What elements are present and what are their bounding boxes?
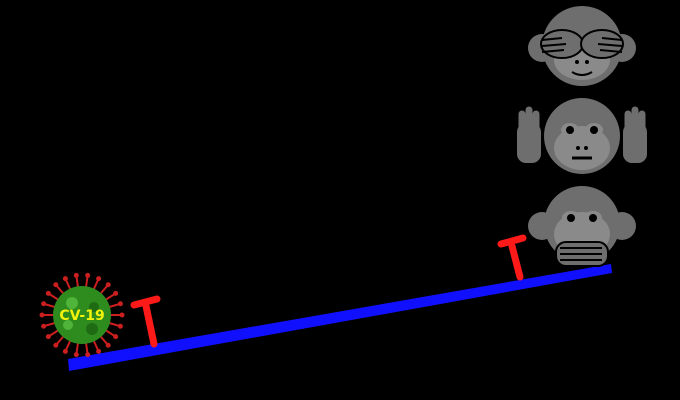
virus-spike-tip [113,290,119,296]
virus-spike-tip [85,272,91,278]
virus-spike-tip [96,348,102,354]
virus-spike-tip [62,276,68,282]
virus-spike-tip [96,276,102,282]
virus-spike-tip [41,323,47,329]
hear-no-evil-monkey-icon [515,98,649,174]
virus-spike-tip [117,301,123,307]
seesaw-plank [68,264,612,371]
virus-spike-tip [105,282,111,288]
virus-spike-tip [105,342,111,348]
virus-spike-tip [53,342,59,348]
virus-spike-tip [119,312,125,318]
virus-spike-tip [113,334,119,340]
left-peg [130,295,161,348]
coronavirus-icon: CV-19 [39,272,125,358]
see-no-evil-monkey-icon [528,6,636,86]
speak-no-evil-monkey-icon [528,186,636,267]
virus-spike-tip [73,272,79,278]
virus-spike-tip [53,282,59,288]
seesaw [68,234,612,371]
virus-spike-tip [45,334,51,340]
virus-spike-tip [45,290,51,296]
virus-spike-tip [117,323,123,329]
virus-spike-tip [39,312,45,318]
virus-spike-tip [73,352,79,358]
virus-label: CV-19 [59,308,104,324]
right-peg [497,234,527,281]
virus-spike-tip [85,352,91,358]
virus-spike-tip [41,301,47,307]
virus-spike-tip [62,348,68,354]
